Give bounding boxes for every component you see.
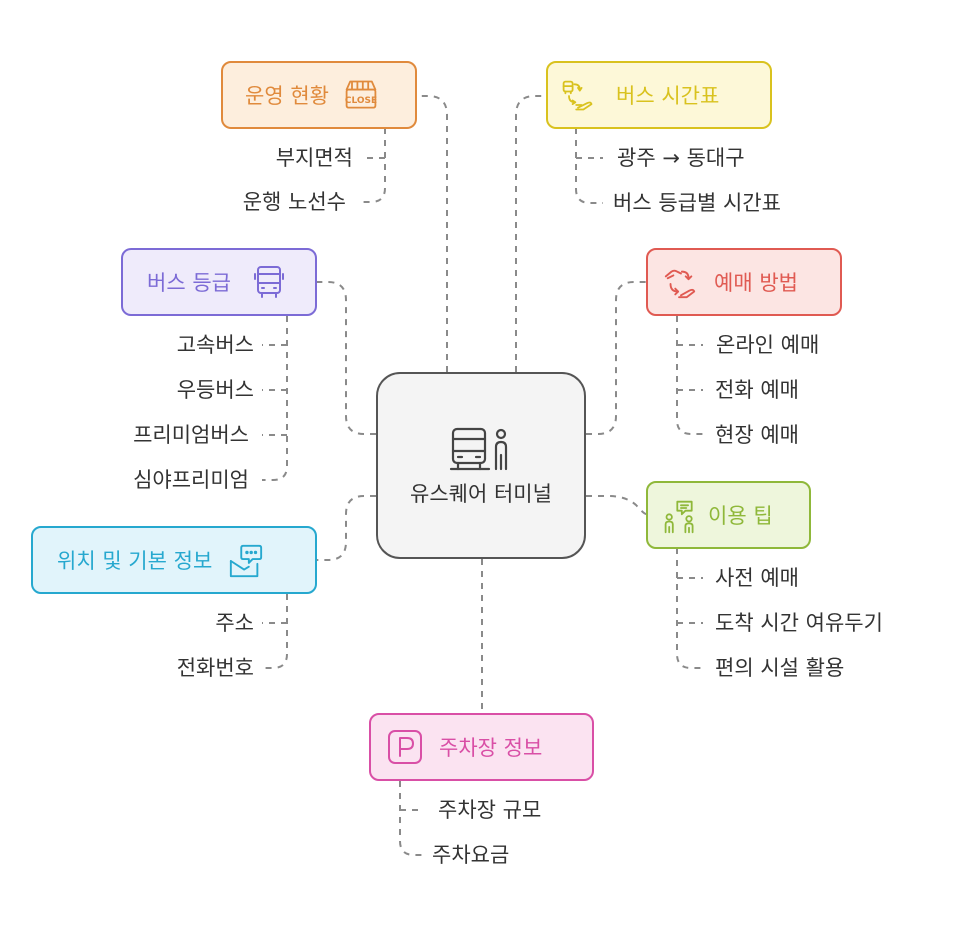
leaf-link-location [262,594,288,669]
center-title: 유스퀘어 터미널 [410,481,552,506]
leaf-link-bus-grade [262,316,288,481]
leaf-timetable-2: 버스 등급별 시간표 [613,191,781,215]
leaf-link-booking [676,316,703,435]
leaf-bus-grade-2: 우등버스 [176,378,254,402]
link-booking [586,281,646,435]
leaf-tips-1: 사전 예매 [715,566,799,590]
leaf-booking-2: 전화 예매 [715,378,799,402]
bus-icon [251,264,287,300]
leaf-link-tips [676,548,703,669]
leaf-booking-3: 현장 예매 [715,423,799,447]
svg-text:CLOSE: CLOSE [345,96,377,106]
leaf-operation-1: 부지면적 [275,146,353,170]
branch-bus-grade-label: 버스 등급 [147,271,231,295]
branch-location[interactable]: 위치 및 기본 정보 [31,526,317,594]
branch-booking-label: 예매 방법 [714,271,798,295]
message-envelope-icon [228,542,264,578]
leaf-timetable-1: 광주 → 동대구 [617,146,745,170]
branch-booking[interactable]: 예매 방법 [646,248,842,316]
branch-tips[interactable]: 이용 팁 [646,481,811,549]
people-chat-icon [662,497,698,534]
branch-timetable[interactable]: 버스 시간표 [546,61,772,129]
leaf-link-timetable [575,128,603,204]
link-bus-grade [317,281,376,435]
closed-sign-icon: CLOSE [343,77,379,113]
exchange-arrows-icon [662,264,698,300]
link-timetable [515,95,546,372]
branch-operation[interactable]: 운영 현황 CLOSE [221,61,417,129]
branch-bus-grade[interactable]: 버스 등급 [121,248,317,316]
branch-location-label: 위치 및 기본 정보 [57,549,213,573]
link-location [317,495,376,561]
leaf-location-2: 전화번호 [176,656,254,680]
leaf-booking-1: 온라인 예매 [716,333,820,357]
branch-tips-label: 이용 팁 [708,504,773,528]
leaf-link-operation [362,128,386,203]
route-schedule-icon [560,77,596,113]
leaf-link-parking [399,781,424,856]
leaf-bus-grade-1: 고속버스 [176,333,254,357]
branch-parking-label: 주차장 정보 [439,736,543,760]
bus-station-icon [449,425,513,473]
leaf-tips-3: 편의 시설 활용 [715,656,845,680]
leaf-bus-grade-4: 심야프리미엄 [133,468,249,492]
leaf-parking-1: 주차장 규모 [438,798,542,822]
link-tips [586,495,647,515]
leaf-operation-2: 운행 노선수 [242,190,346,214]
branch-parking[interactable]: 주차장 정보 [369,713,594,781]
leaf-bus-grade-3: 프리미엄버스 [133,423,249,447]
leaf-parking-2: 주차요금 [432,843,510,867]
link-operation [417,95,448,372]
leaf-tips-2: 도착 시간 여유두기 [715,611,883,635]
branch-operation-label: 운영 현황 [245,84,329,108]
parking-icon [387,729,423,765]
leaf-location-1: 주소 [215,611,254,635]
branch-timetable-label: 버스 시간표 [616,84,720,108]
center-node[interactable]: 유스퀘어 터미널 [376,372,586,559]
